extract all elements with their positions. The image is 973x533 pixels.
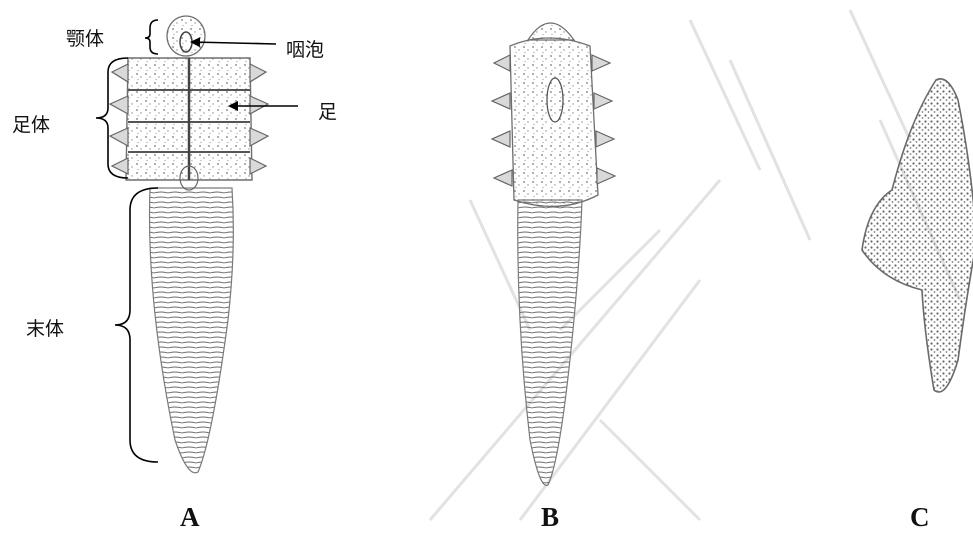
bracket-gnathosoma: [145, 20, 158, 54]
caption-b: B: [541, 502, 559, 533]
specimen-a-gnathosoma: [167, 16, 205, 56]
specimen-a: [110, 16, 268, 473]
specimen-c-body: [862, 79, 973, 392]
arrow-pharyngeal-bulb: [192, 42, 276, 44]
label-pharyngeal-bulb: 咽泡: [286, 35, 324, 62]
label-gnathosoma: 颚体: [66, 24, 104, 51]
caption-a: A: [180, 502, 200, 533]
label-podosoma: 足体: [12, 110, 50, 137]
specimen-c: [862, 79, 973, 392]
specimen-a-podosoma: [110, 58, 268, 190]
specimen-a-opisthosoma: [150, 188, 234, 473]
specimen-b-gnathosoma: [528, 23, 574, 40]
label-opisthosoma: 末体: [26, 314, 64, 341]
specimen-b-opisthosoma: [518, 200, 582, 485]
label-leg: 足: [318, 97, 337, 124]
caption-c: C: [910, 502, 930, 533]
